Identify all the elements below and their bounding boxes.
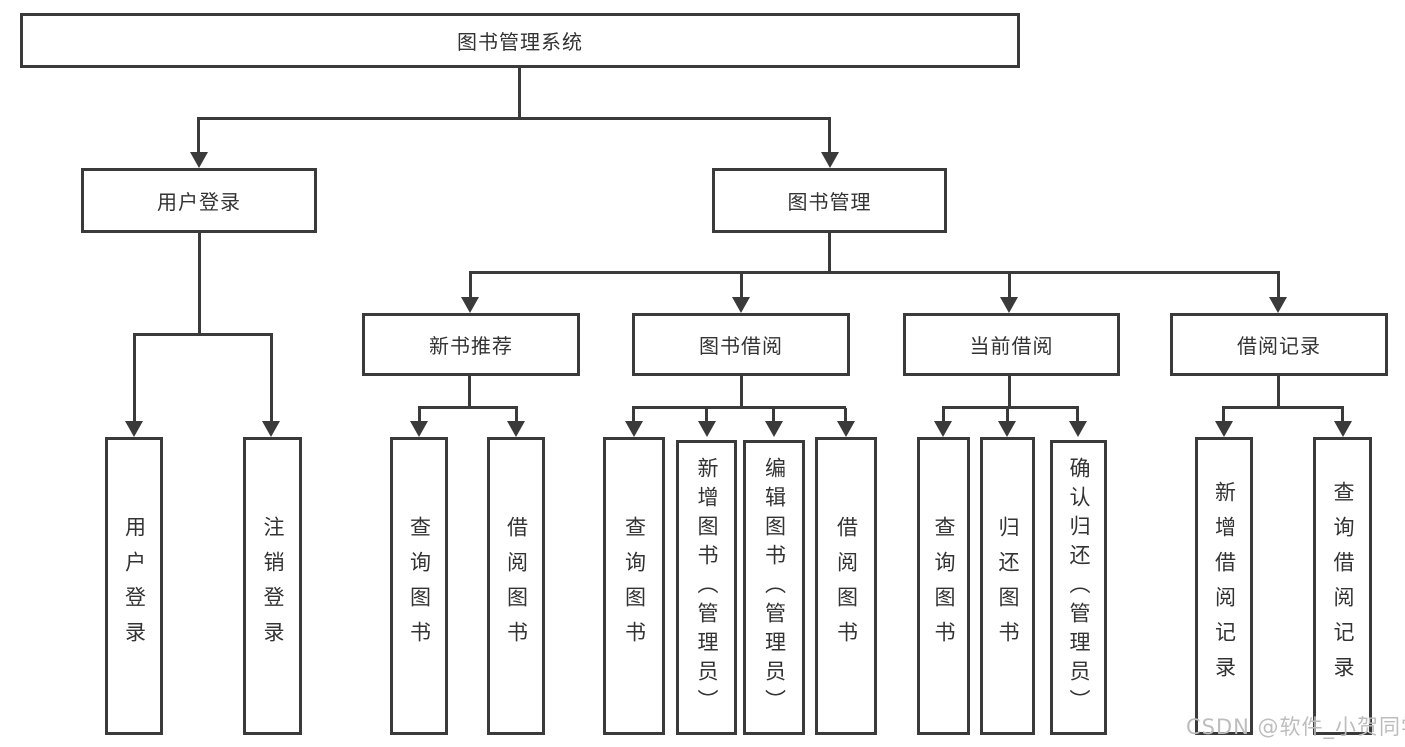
connector-line	[198, 233, 201, 335]
node-borrow-records: 借阅记录	[1170, 313, 1388, 376]
node-query-books-2: 查询图书	[603, 437, 665, 735]
node-borrow-books-1: 借阅图书	[487, 437, 545, 735]
node-label: 查询借阅记录	[1331, 481, 1355, 691]
arrow-down-icon	[1215, 421, 1233, 437]
watermark: CSDN @软件_小贺同学	[1186, 715, 1405, 739]
node-add-book-admin: 新增图书（管理员）	[676, 440, 737, 735]
connector-line	[828, 119, 831, 154]
connector-line	[518, 68, 521, 118]
node-user-login: 用户登录	[81, 168, 317, 233]
arrow-down-icon	[125, 421, 143, 437]
arrow-down-icon	[625, 421, 643, 437]
node-label: 图书管理系统	[457, 30, 583, 54]
connector-line	[705, 408, 708, 423]
arrow-down-icon	[1334, 421, 1352, 437]
arrow-down-icon	[998, 421, 1016, 437]
arrow-down-icon	[821, 152, 839, 168]
connector-line	[1277, 376, 1280, 408]
node-add-borrow-record: 新增借阅记录	[1195, 437, 1253, 735]
node-label: 查询图书	[622, 516, 647, 656]
node-label: 查询图书	[932, 516, 956, 656]
arrow-down-icon	[837, 421, 855, 437]
connector-line	[844, 408, 847, 423]
node-label: 用户登录	[157, 190, 241, 214]
node-new-book-recommendation: 新书推荐	[362, 313, 580, 376]
connector-line	[469, 271, 1280, 274]
connector-line	[197, 119, 200, 154]
node-current-borrowing: 当前借阅	[903, 313, 1120, 376]
node-label: 查询图书	[407, 516, 432, 656]
connector-line	[468, 376, 471, 408]
arrow-down-icon	[732, 297, 750, 313]
connector-line	[197, 117, 831, 120]
node-label: 新增借阅记录	[1212, 481, 1237, 691]
arrow-down-icon	[262, 421, 280, 437]
node-label: 用户登录	[122, 516, 147, 656]
connector-line	[1341, 408, 1344, 423]
connector-line	[740, 376, 743, 408]
connector-line	[632, 406, 846, 409]
connector-line	[1008, 273, 1011, 299]
connector-line	[133, 335, 136, 423]
node-query-books-3: 查询图书	[917, 437, 970, 735]
connector-line	[942, 406, 1079, 409]
arrow-down-icon	[1269, 297, 1287, 313]
node-borrow-books-2: 借阅图书	[815, 437, 877, 735]
connector-line	[772, 408, 775, 423]
node-library-management-system: 图书管理系统	[20, 13, 1020, 68]
node-label: 新增图书（管理员）	[695, 457, 719, 718]
node-label: 借阅图书	[834, 516, 859, 656]
connector-line	[418, 406, 518, 409]
arrow-down-icon	[410, 421, 428, 437]
node-label: 新书推荐	[429, 334, 513, 358]
connector-line	[1222, 406, 1344, 409]
node-edit-book-admin: 编辑图书（管理员）	[743, 440, 805, 735]
node-user-login-leaf: 用户登录	[105, 437, 163, 735]
node-label: 借阅图书	[504, 516, 529, 656]
connector-line	[418, 408, 421, 423]
connector-line	[942, 408, 945, 423]
arrow-down-icon	[698, 421, 716, 437]
arrow-down-icon	[765, 421, 783, 437]
node-label: 确认归还（管理员）	[1067, 457, 1091, 718]
connector-line	[632, 408, 635, 423]
node-book-borrowing: 图书借阅	[632, 313, 850, 376]
arrow-down-icon	[190, 152, 208, 168]
node-logout: 注销登录	[243, 437, 302, 735]
arrow-down-icon	[1069, 421, 1087, 437]
node-label: 归还图书	[996, 516, 1020, 656]
node-query-books-1: 查询图书	[390, 437, 448, 735]
arrow-down-icon	[461, 297, 479, 313]
node-query-borrow-record: 查询借阅记录	[1313, 437, 1372, 735]
connector-line	[740, 273, 743, 299]
node-label: 图书管理	[787, 190, 872, 214]
connector-line	[1076, 408, 1079, 423]
node-label: 注销登录	[261, 516, 285, 656]
node-confirm-return-admin: 确认归还（管理员）	[1050, 440, 1107, 735]
connector-line	[469, 273, 472, 299]
node-label: 借阅记录	[1237, 334, 1321, 358]
connector-line	[270, 335, 273, 423]
connector-line	[515, 408, 518, 423]
connector-line	[133, 333, 273, 336]
connector-line	[1006, 408, 1009, 423]
node-label: 编辑图书（管理员）	[762, 457, 787, 718]
node-book-management: 图书管理	[712, 168, 947, 233]
arrow-down-icon	[1000, 297, 1018, 313]
arrow-down-icon	[934, 421, 952, 437]
arrow-down-icon	[507, 421, 525, 437]
connector-line	[1222, 408, 1225, 423]
connector-line	[1277, 273, 1280, 299]
connector-line	[1008, 376, 1011, 408]
connector-line	[828, 233, 831, 273]
node-label: 图书借阅	[699, 334, 783, 358]
node-return-book: 归还图书	[980, 437, 1035, 735]
node-label: 当前借阅	[969, 334, 1054, 358]
